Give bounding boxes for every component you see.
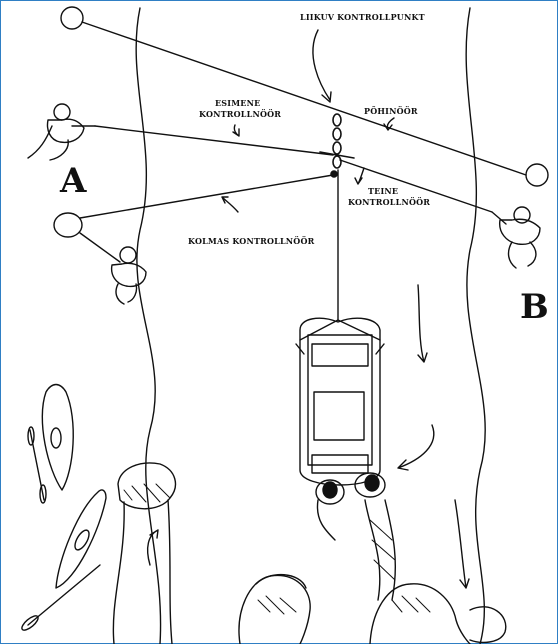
bank-label-a: A	[60, 164, 86, 198]
label-second-control-rope-line2: KONTROLLNÖÖR	[348, 197, 430, 207]
arrow-first-control	[233, 125, 239, 136]
left-river-bank	[136, 8, 160, 644]
arrow-main-rope	[384, 118, 394, 130]
current-arrow-2	[398, 425, 434, 470]
anchor-right	[526, 164, 548, 186]
right-river-bank	[466, 8, 485, 644]
third-control-rope-upper	[80, 175, 333, 218]
raft	[296, 318, 384, 485]
rock-bottom-middle	[239, 575, 310, 644]
first-control-rope	[95, 126, 333, 155]
label-third-control-rope: KOLMAS KONTROLLNÖÖR	[188, 236, 315, 246]
arrow-third-control	[222, 197, 238, 212]
moving-control-point	[320, 114, 354, 177]
label-moving-control-point: LIIKUV KONTROLLPUNKT	[300, 12, 425, 22]
bank-label-b: B	[520, 290, 549, 324]
label-first-control-rope-line1: ESIMENE	[215, 98, 260, 108]
arrow-second-control	[355, 168, 364, 184]
rock-center-left	[113, 463, 175, 644]
anchor-top-left	[61, 7, 83, 29]
label-second-control-rope-line1: TEINE	[368, 186, 398, 196]
current-arrow-3	[455, 500, 469, 588]
kayak-lower	[20, 490, 106, 632]
label-main-rope: PÕHINÖÖR	[364, 106, 418, 116]
rescuer-upper-left	[28, 104, 95, 160]
arrow-moving-point	[313, 30, 331, 102]
rescuer-lower-left	[112, 247, 146, 304]
label-first-control-rope-line2: KONTROLLNÖÖR	[199, 109, 281, 119]
rock-bottom-right	[370, 584, 506, 644]
third-control-rope-lower	[80, 233, 120, 262]
current-arrow-1	[418, 285, 427, 362]
rafters	[316, 473, 395, 600]
kayak-upper	[28, 385, 73, 504]
anchor-left-tree	[54, 213, 82, 237]
rescuer-right	[492, 207, 540, 268]
